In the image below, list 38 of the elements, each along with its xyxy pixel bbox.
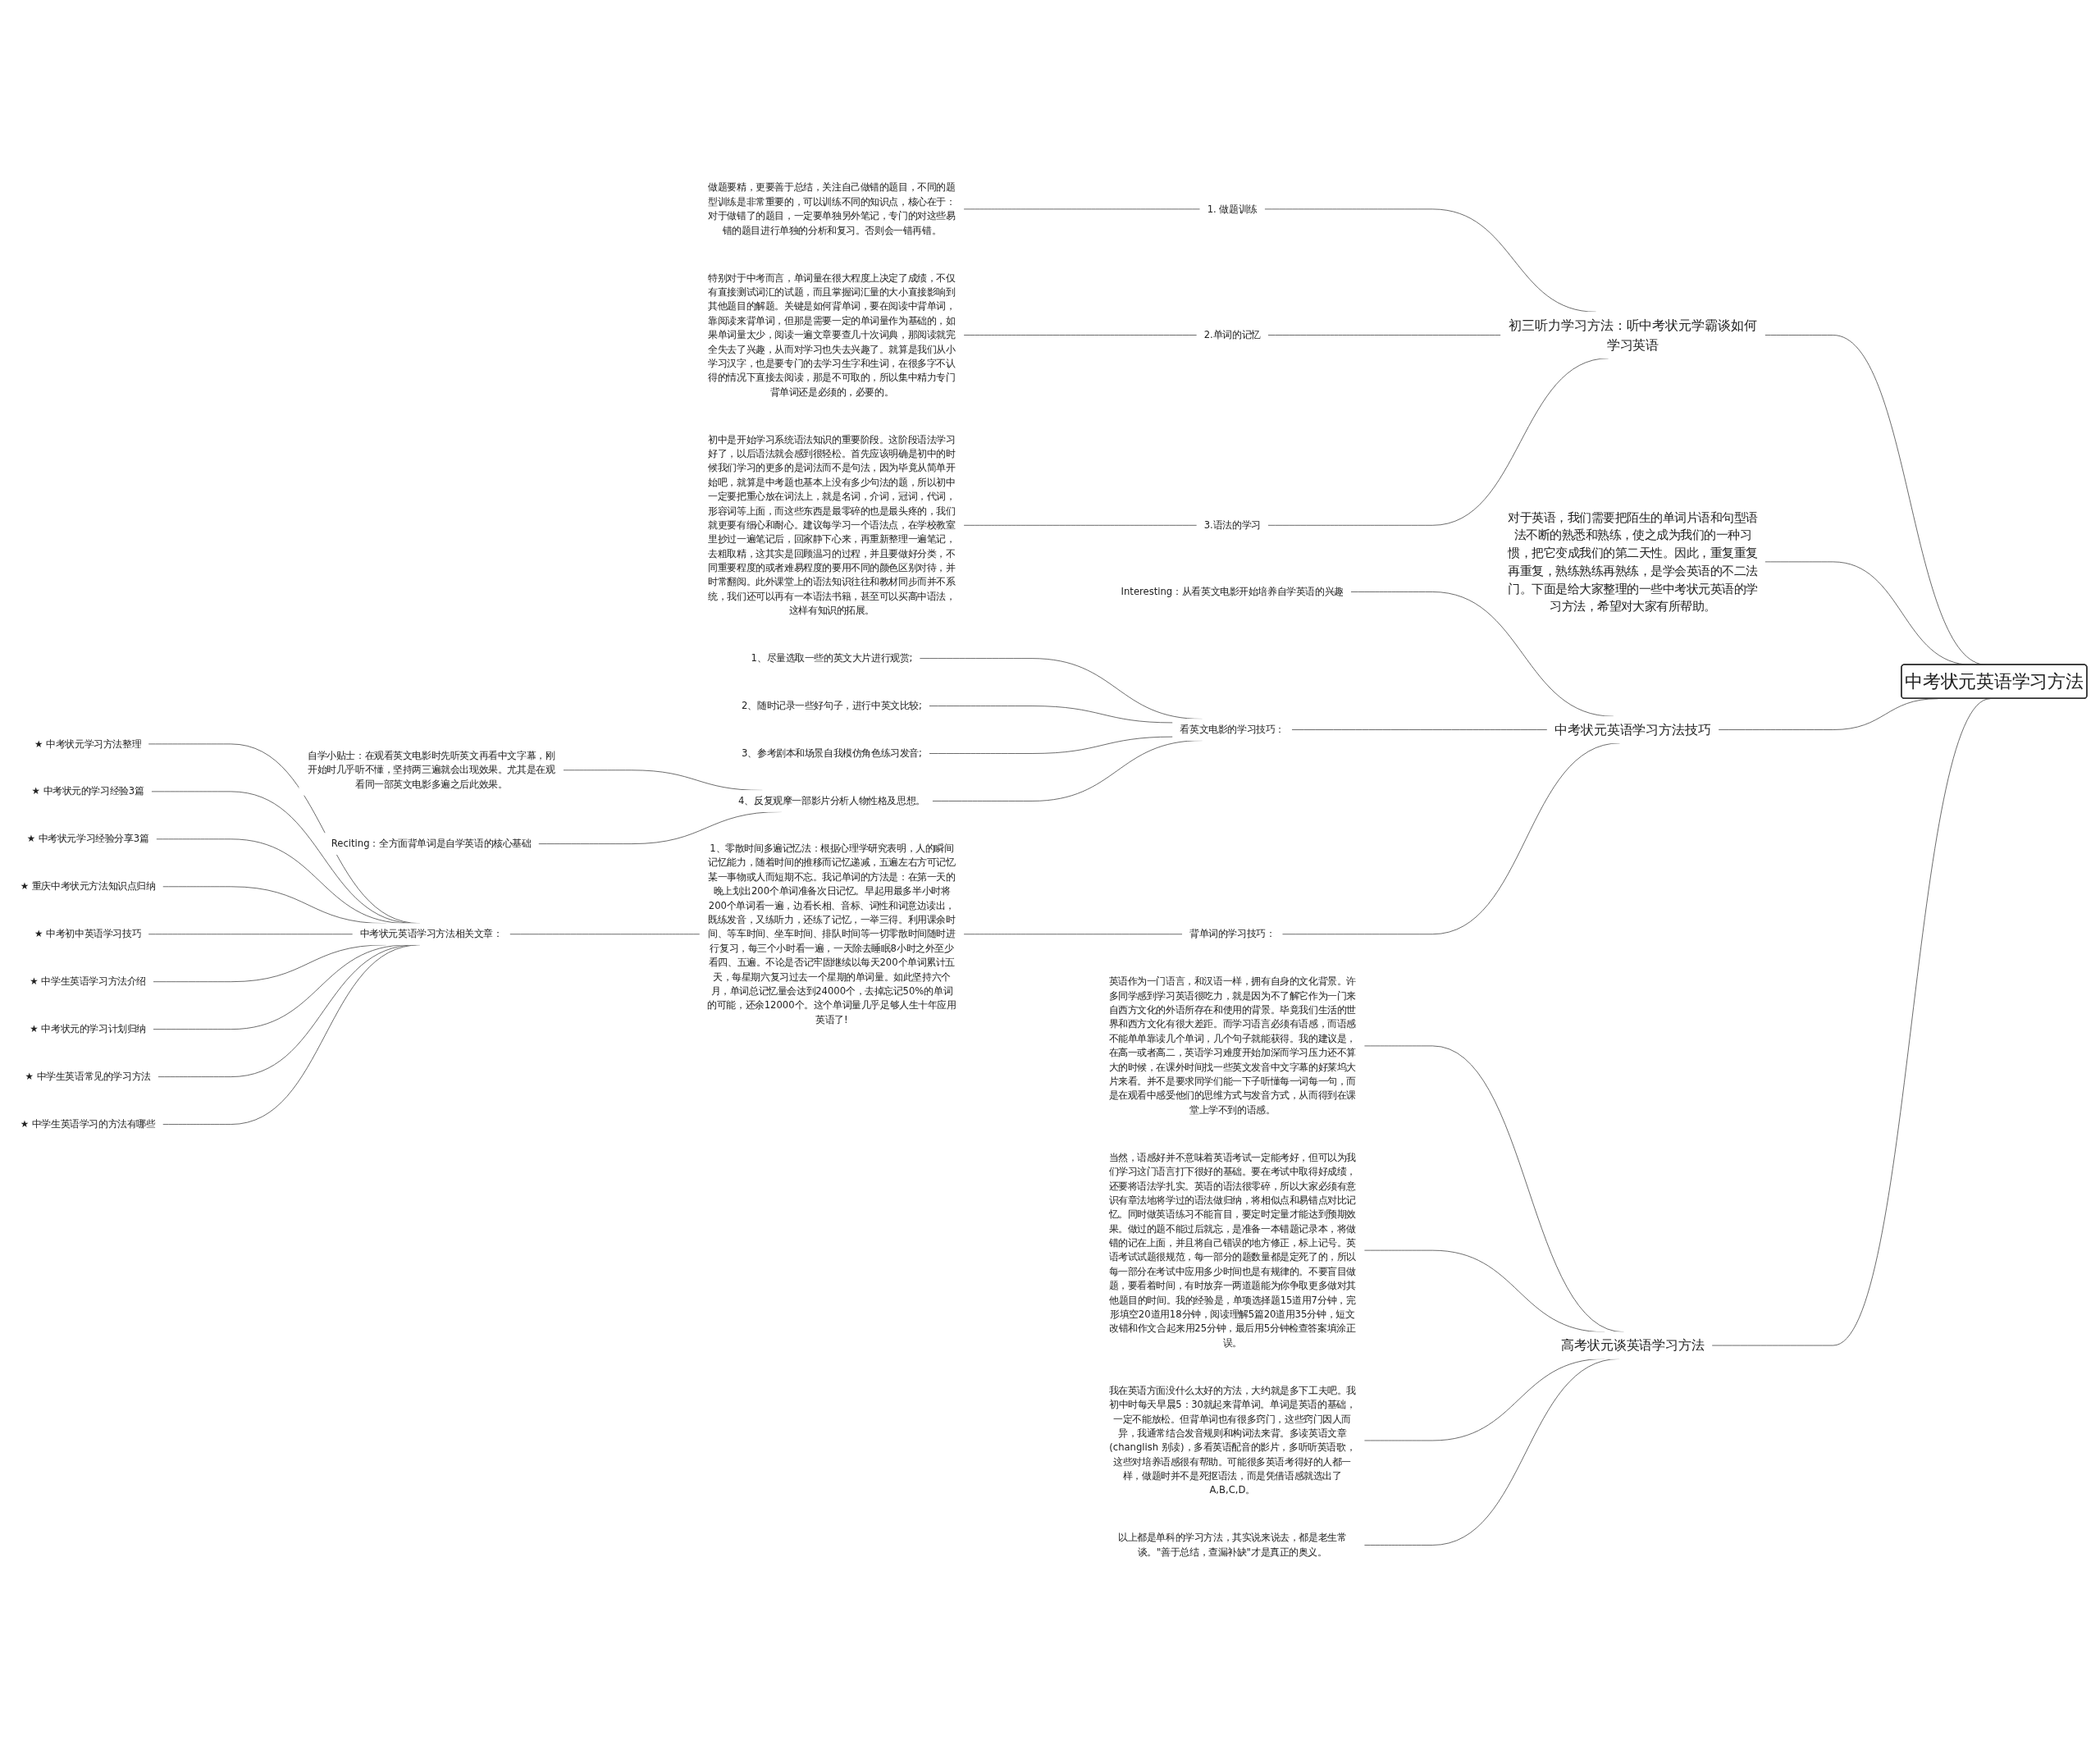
node-text: ★ 中考状元的学习经验3篇	[31, 785, 144, 797]
node-text: 自学小贴士：在观看英文电影时先听英文再看中文字幕，刚开始时几乎听不懂，坚持两三遍就会出现效果。尤其是在观看同一部英文电影多遍之后此效果。	[307, 750, 555, 790]
node-text: 1、零散时间多遍记忆法：根据心理学研究表明，人的瞬间记忆能力，随着时间的推移而记忆递减，五遍左右方可记忆某一事物或人而短期不忘。我记单词的方法是：在第一天的晚上划出200个单词准备次日记忆。早起用最多半小时将200个单词看一遍，边看长相、音标、词性和词意边读出，既练发音，又练听力，还练了记忆，一举三得。利用课余时间、等车时间、坐车时间、排队时间等一切零散时间随时进行复习，每三个小时看一遍，一天除去睡眠8小时之外至少看四、五遍。不论是否记牢固继续以每天200个单词累计五天，每星期六复习过去一个星期的单词量。如此坚持六个月，单词总记忆量会达到24000个，去掉忘记50%的单词的可能，还余12000个。这个单词量几乎足够人生十年应用英语了!	[707, 843, 956, 1025]
node-text: ★ 中考初中英语学习技巧	[34, 928, 142, 940]
node-text: ★ 中学生英语学习的方法有哪些	[20, 1118, 156, 1130]
connector	[929, 736, 1174, 754]
node-text: 初三听力学习方法：听中考状元学霸谈如何学习英语	[1509, 317, 1757, 353]
node-text: 看英文电影的学习技巧：	[1180, 724, 1285, 736]
node-text: ★ 中考状元的学习计划归纳	[30, 1023, 146, 1035]
connector	[1291, 729, 1548, 730]
node-text: ★ 中考状元学习方法整理	[34, 738, 142, 750]
node-text: 做题要精，更要善于总结，关注自己做错的题目，不同的题型训练是非常重要的，可以训练不同的知识点，核心在于：对于做错了的题目，一定要单独另外笔记，专门的对这些易错的题目进行单独的分析和复习。否则会一错再错。	[708, 181, 956, 236]
node-text: Reciting：全方面背单词是自学英语的核心基础	[331, 838, 532, 850]
node-text: 背单词的学习技巧：	[1189, 928, 1276, 940]
connector	[963, 524, 1198, 526]
node-text: 1、尽量选取一些的英文大片进行观赏;	[751, 652, 913, 664]
node-text: 中考状元英语学习方法技巧	[1554, 722, 1712, 738]
connector	[963, 335, 1198, 336]
node-text: ★ 重庆中考状元方法知识点归纳	[20, 880, 156, 893]
node-text: ★ 中学生英语学习方法介绍	[30, 975, 146, 988]
node-text: 初中是开始学习系统语法知识的重要阶段。这阶段语法学习好了，以后语法就会感到很轻松。首先应该明确是初中的时候我们学习的更多的是词法而不是句法，因为毕竟从简单开始吧，就算是中考题也基本上没有多少句法的题，所以初中一定要把重心放在词法上，就是名词，介词，冠词，代词，形容词等上面，而这些东西是最零碎的也是最头疼的，我们就更要有细心和耐心。建议每学习一个语法点，在学校教室里抄过一遍笔记后，回家静下心来，再重新整理一遍笔记，去粗取精，这其实是回顾温习的过程，并且要做好分类，不同重要程度的或者难易程度的要用不同的颜色区别对待，并时常翻阅。此外课堂上的语法知识往往和教材同步而并不系统，我们还可以再有一本语法书籍，甚至可以买高中语法，这样有知识的拓展。	[708, 433, 956, 617]
node-text: 以上都是单科的学习方法，其实说来说去，都是老生常谈。"善于总结，查漏补缺"才是真正的奥义。	[1118, 1532, 1347, 1558]
node-text: 当然，语感好并不意味着英语考试一定能考好，但可以为我们学习这门语言打下很好的基础。要在考试中取得好成绩，还要将语法学扎实。英语的语法很零碎，所以大家必须有意识有章法地将学过的语法做归纳，将相似点和易错点对比记忆。同时做英语练习不能盲目，要定时定量才能达到预期效果。做过的题不能过后就忘，是准备一本错题记录本，将做错的记在上面，并且将自己错误的地方修正，标上记号。英语考试试题很规范，每一部分的题数量都是定死了的，所以每一部分在考试中应用多少时间也是有规律的。不要盲目做题，要看着时间，有时放弃一两道题能为你争取更多做对其他题目的时间。我的经验是，单项选择题15道用7分钟，完形填空20道用18分钟，阅读理解5篇20道用35分钟，短文改错和作文合起来用25分钟，最后用5分钟检查答案填涂正误。	[1108, 1151, 1356, 1349]
node-text: ★ 中学生英语常见的学习方法	[25, 1071, 151, 1083]
node-text: 2.单词的记忆	[1203, 329, 1261, 341]
connector	[1267, 335, 1501, 336]
node-text: 3.语法的学习	[1203, 519, 1261, 531]
node-text: 我在英语方面没什么太好的方法，大约就是多下工夫吧。我初中时每天早晨5：30就起来背单词。单词是英语的基础，一定不能放松。但背单词也有很多窍门，这些窍门因人而异，我通常结合发音规则和构词法来背。多读英语文章(changlish 别读)，多看英语配音的影片，多听听英语歌，这些对培养语感很有帮助。可能很多英语考得好的人都一样，做题时并不是死抠语法，而是凭借语感就选出了A,B,C,D。	[1108, 1384, 1356, 1496]
node-text: ★ 中考状元学习经验分享3篇	[26, 833, 149, 845]
connector	[929, 706, 1174, 724]
node-text: 英语作为一门语言，和汉语一样，拥有自身的文化背景。许多同学感到学习英语很吃力，就是因为不了解它作为一门来自西方文化的外语所存在和使用的背景。毕竟我们生活的世界和西方文化有很大差距。而学习语言必须有语感，而语感不能单单靠读几个单词，几个句子就能获得。我的建议是，在高一或者高二，英语学习难度开始加深而学习压力还不算大的时候，在课外时间找一些英文发音中文字幕的好莱坞大片来看。并不是要求同学们能一下子听懂每一词每一句，而是在观看中感受他们的思维方式与发音方式，从而得到在课堂上学不到的语感。	[1108, 975, 1356, 1116]
node-text: 3、参考剧本和场景自我模仿角色练习发音;	[741, 747, 922, 760]
node-text: 对于英语，我们需要把陌生的单词片语和句型语法不断的熟悉和熟练，使之成为我们的一种习惯，把它变成我们的第二天性。因此，重复重复再重复，熟练熟练再熟练，是学会英语的不二法门。下面是给大家整理的一些中考状元英语的学习方法，希望对大家有所帮助。	[1508, 509, 1758, 614]
node-text: 特别对于中考而言，单词量在很大程度上决定了成绩，不仅有直接测试词汇的试题，而且掌握词汇量的大小直接影响到其他题目的解题。关键是如何背单词，要在阅读中背单词，靠阅读来背单词，但那是需要一定的单词量作为基础的，如果单词量太少，阅读一遍文章要查几十次词典，那阅读就完全失去了兴趣，从而对学习也失去兴趣了。就算是我们从小学习汉字，也是要专门的去学习生字和生词，在很多字不认得的情况下直接去阅读，那是不可取的，所以集中精力专门背单词还是必须的，必要的。	[708, 272, 956, 398]
node-text: 4、反复观摩一部影片分析人物性格及思想。	[738, 795, 925, 806]
node-text: 1. 做题训练	[1207, 203, 1258, 215]
node-text: Interesting：从看英文电影开始培养自学英语的兴趣	[1121, 586, 1344, 597]
node-text: 2、随时记录一些好句子，进行中英文比较;	[741, 700, 922, 712]
